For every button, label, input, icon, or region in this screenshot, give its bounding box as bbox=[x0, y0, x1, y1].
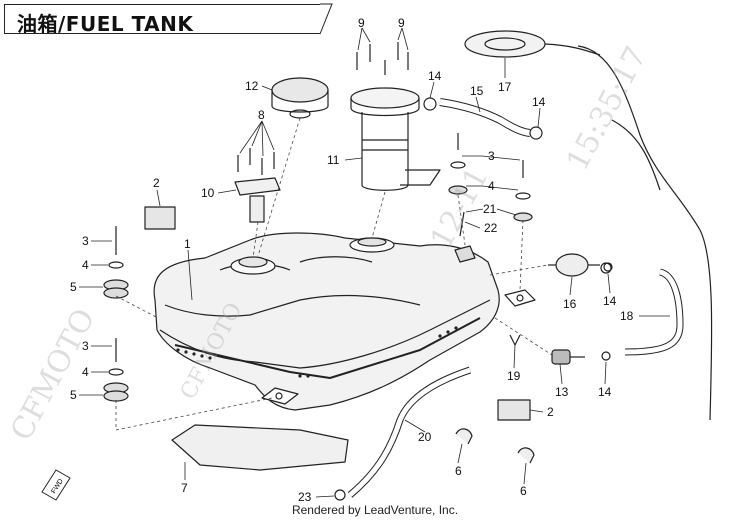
diagram-title-box: 油箱/FUEL TANK bbox=[4, 4, 320, 36]
fuel-pump bbox=[350, 87, 441, 191]
callout-18: 18 bbox=[620, 309, 634, 323]
fwd-indicator: FWD bbox=[41, 469, 71, 501]
callout-4: 4 bbox=[488, 179, 495, 193]
callout-3: 3 bbox=[82, 234, 89, 248]
callout-20: 20 bbox=[418, 430, 432, 444]
callout-19: 19 bbox=[507, 369, 521, 383]
callout-9: 9 bbox=[358, 16, 365, 30]
callout-13: 13 bbox=[555, 385, 569, 399]
clamp bbox=[600, 262, 612, 274]
rubber-pad bbox=[497, 399, 531, 421]
left-fasteners-upper bbox=[103, 226, 129, 299]
callout-6: 6 bbox=[455, 464, 462, 478]
callout-3: 3 bbox=[488, 149, 495, 163]
hose-clamp bbox=[423, 97, 437, 111]
rubber-pad bbox=[144, 206, 176, 230]
callout-14: 14 bbox=[428, 69, 442, 83]
callout-7: 7 bbox=[181, 481, 188, 495]
callout-leaders bbox=[79, 27, 670, 498]
callout-17: 17 bbox=[498, 80, 512, 94]
callout-4: 4 bbox=[82, 258, 89, 272]
cap-shield bbox=[464, 30, 601, 58]
heat-shield bbox=[171, 424, 349, 471]
vent-hose-branch bbox=[611, 119, 661, 191]
callout-14: 14 bbox=[598, 385, 612, 399]
vent-hose bbox=[577, 45, 713, 421]
callout-14: 14 bbox=[532, 95, 546, 109]
fuel-line-core bbox=[624, 269, 683, 355]
callout-9: 9 bbox=[398, 16, 405, 30]
callout-11: 11 bbox=[327, 153, 340, 167]
callout-labels: 9 9 12 14 15 17 14 8 11 3 4 2 10 21 22 1… bbox=[70, 16, 634, 504]
render-credit: Rendered by LeadVenture, Inc. bbox=[291, 503, 459, 517]
title-box-corner bbox=[319, 3, 333, 35]
callout-8: 8 bbox=[258, 108, 265, 122]
hose-clip bbox=[517, 447, 535, 464]
right-fasteners bbox=[448, 133, 533, 237]
callout-6: 6 bbox=[520, 484, 527, 498]
fuel-hose-core bbox=[439, 99, 531, 136]
drain-hose-core bbox=[348, 367, 471, 497]
callout-12: 12 bbox=[245, 79, 259, 93]
left-fasteners-lower bbox=[103, 338, 129, 402]
callout-2: 2 bbox=[547, 405, 554, 419]
callout-10: 10 bbox=[201, 186, 215, 200]
callout-23: 23 bbox=[298, 490, 312, 504]
callout-5: 5 bbox=[70, 280, 77, 294]
callout-21: 21 bbox=[483, 202, 497, 216]
callout-1: 1 bbox=[184, 237, 191, 251]
callout-4: 4 bbox=[82, 365, 89, 379]
callout-15: 15 bbox=[470, 84, 484, 98]
hose-clamp bbox=[529, 126, 543, 140]
hose-clip bbox=[455, 428, 473, 445]
diagram-title: 油箱/FUEL TANK bbox=[17, 12, 194, 36]
fuel-cap bbox=[271, 77, 329, 119]
callout-5: 5 bbox=[70, 388, 77, 402]
callout-16: 16 bbox=[563, 297, 577, 311]
sensor-assembly bbox=[234, 148, 281, 223]
small-clamp bbox=[334, 489, 346, 501]
clip bbox=[509, 334, 521, 346]
callout-2: 2 bbox=[153, 176, 160, 190]
dashed-leaders bbox=[115, 117, 553, 431]
fuel-tank bbox=[153, 232, 536, 411]
callout-22: 22 bbox=[484, 221, 498, 235]
quick-connector bbox=[551, 349, 611, 365]
callout-3: 3 bbox=[82, 339, 89, 353]
callout-14: 14 bbox=[603, 294, 617, 308]
pump-bolts bbox=[356, 42, 409, 75]
